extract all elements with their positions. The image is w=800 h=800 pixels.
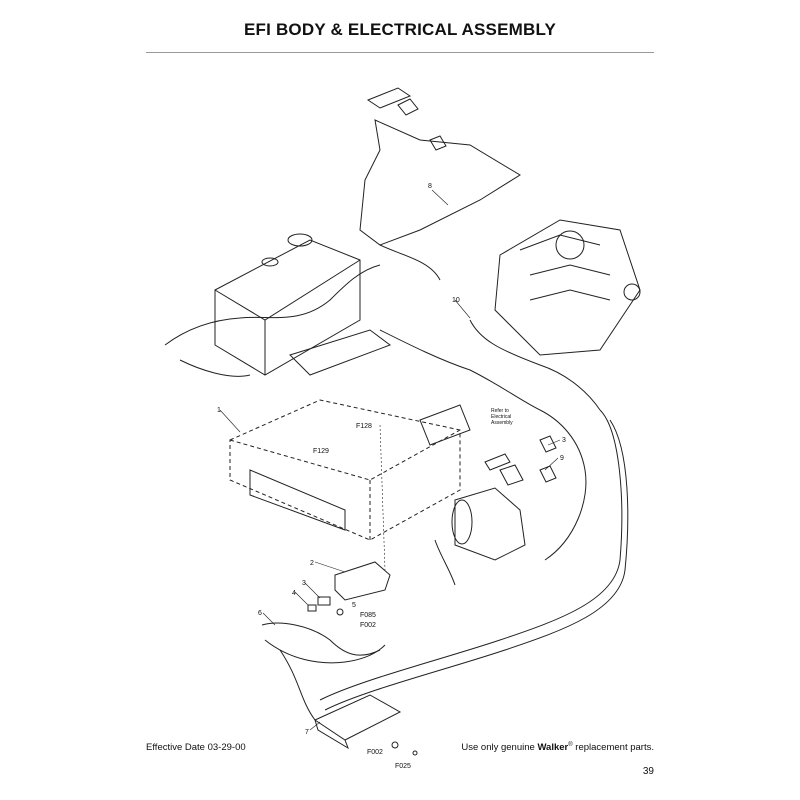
note-line-3: Assembly [491, 420, 513, 426]
callout-3: 3 [302, 580, 306, 587]
part-code-f002-upper: F002 [360, 622, 376, 629]
page-number: 39 [642, 766, 654, 777]
callout-10: 10 [452, 297, 460, 304]
brand-name: Walker [537, 742, 569, 754]
notice-prefix: Use only genuine [461, 742, 538, 754]
body-frame [229, 399, 461, 541]
page-title: EFI BODY & ELECTRICAL ASSEMBLY [243, 20, 557, 39]
callout-6: 6 [258, 610, 262, 617]
battery-tray [334, 561, 391, 601]
control-module [289, 329, 392, 376]
registered-mark: ® [568, 742, 573, 748]
callout-4: 4 [292, 590, 296, 597]
note-line-1: Refer to [491, 408, 509, 414]
callout-1: 1 [217, 407, 221, 414]
part-code-f128: F128 [356, 423, 372, 430]
note-line-2: Electrical [491, 414, 511, 420]
part-code-f025: F025 [395, 763, 411, 770]
starter-motor [454, 487, 526, 561]
callout-8: 8 [428, 183, 432, 190]
part-code-f129: F129 [313, 448, 329, 455]
header-divider [146, 52, 654, 53]
callout-2: 2 [310, 560, 314, 567]
harness-loop [359, 119, 521, 246]
effective-date: Effective Date 03-29-00 [146, 742, 246, 753]
part-code-f002-lower: F002 [367, 749, 383, 756]
notice-suffix: replacement parts. [572, 742, 654, 754]
callout-9: 9 [560, 455, 564, 462]
callout-5: 5 [352, 602, 356, 609]
pump-body [366, 87, 412, 109]
callout-7: 7 [305, 729, 309, 736]
engine [494, 219, 641, 356]
callout-3b: 3 [562, 437, 566, 444]
fuel-tank [214, 239, 361, 376]
replacement-parts-notice: Use only genuine Walker® replacement par… [461, 742, 654, 753]
mounting-plate [313, 694, 402, 741]
part-code-f085: F085 [360, 612, 376, 619]
